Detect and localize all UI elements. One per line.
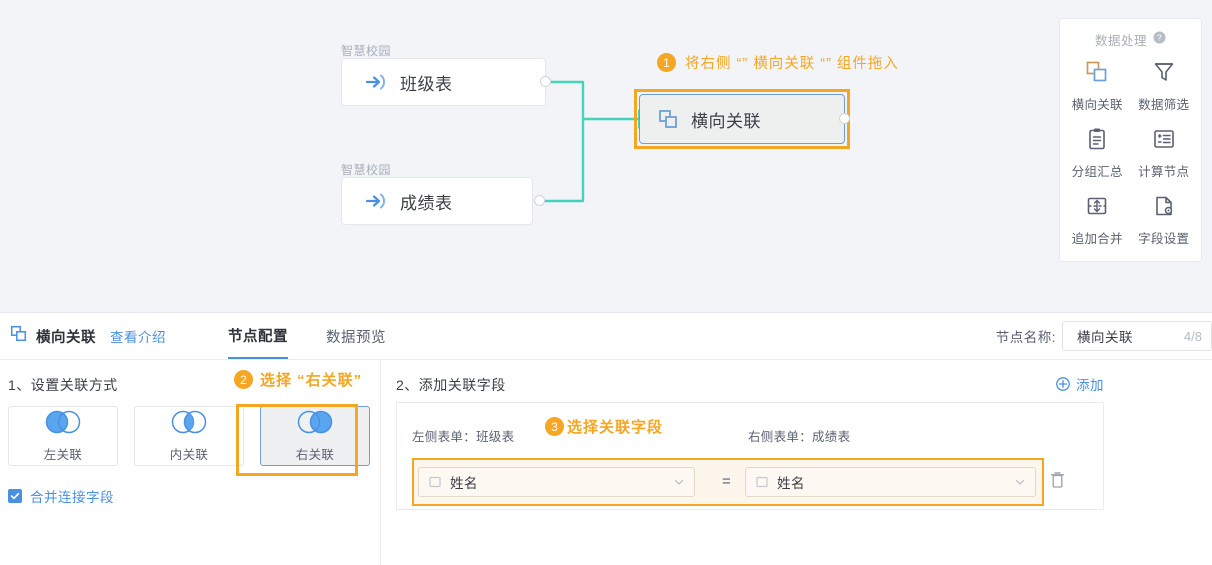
tool-data-filter[interactable]: 数据筛选 [1131,59,1198,126]
node-name-value: 横向关联 [1077,330,1133,345]
chevron-down-icon [1014,476,1026,488]
append-merge-icon [1085,193,1109,219]
left-field-value: 姓名 [450,476,478,491]
join-option-label: 内关联 [169,447,209,462]
checkbox-checked-icon [8,489,22,503]
table-node-score[interactable]: 成绩表 [341,177,533,225]
annotation-text: 选择 “右关联” [260,372,363,389]
add-field-button[interactable]: 添加 [1056,374,1104,394]
annotation-badge: 3 [545,417,564,436]
tab-data-preview[interactable]: 数据预览 [326,329,386,346]
horizontal-join-icon [658,109,678,129]
venn-right-icon [293,410,337,439]
node-output-port-2[interactable] [534,195,545,206]
annotation-badge: 2 [234,370,253,389]
section-2-title: 2、添加关联字段 [396,377,506,393]
annotation-step-1: 1 将右侧 “” 横向关联 “” 组件拖入 [657,52,899,73]
process-node-output-port[interactable] [839,113,850,124]
tool-field-settings[interactable]: 字段设置 [1131,193,1198,260]
horizontal-join-icon [10,325,27,347]
tool-label: 追加合并 [1071,232,1123,246]
annotation-step-2: 2 选择 “右关联” [234,369,362,390]
node-name-label: 节点名称: [995,330,1056,345]
join-option-inner[interactable]: 内关联 [134,406,244,466]
tool-calculate-node[interactable]: 计算节点 [1131,126,1198,193]
field-box-icon [429,476,441,488]
help-icon[interactable]: ? [1153,31,1166,47]
annotation-text: 将右侧 “” 横向关联 “” 组件拖入 [685,56,899,72]
section-1-title: 1、设置关联方式 [8,377,118,393]
tool-label: 分组汇总 [1071,165,1123,179]
join-method-section [0,360,381,565]
process-node-label: 横向关联 [691,111,761,131]
config-panel-title-group: 横向关联 查看介绍 [10,313,166,359]
table-node-class[interactable]: 班级表 [341,58,546,106]
table-node-label: 班级表 [400,74,453,94]
config-panel-body [0,360,1212,565]
tool-append-merge[interactable]: 追加合并 [1064,193,1131,260]
node-output-port-1[interactable] [540,76,551,87]
process-node-horizontal-join[interactable]: 横向关联 [639,94,845,144]
tools-panel-title-text: 数据处理 [1094,33,1147,48]
field-box-icon [756,476,768,488]
import-arrow-icon [364,71,386,93]
tools-grid: 横向关联 数据筛选 [1060,59,1201,260]
tool-horizontal-join[interactable]: 横向关联 [1064,59,1131,126]
left-table-label: 左侧表单：班级表 [412,430,515,444]
join-option-right[interactable]: 右关联 [260,406,370,466]
filter-funnel-icon [1152,59,1176,85]
node-caption-1: 智慧校园 [341,44,392,58]
plus-circle-icon [1056,377,1070,391]
node-name-input[interactable]: 横向关联 4/8 [1062,321,1212,351]
page-title: 横向关联 [36,329,96,346]
join-option-label: 右关联 [295,447,335,462]
merge-join-fields-checkbox[interactable]: 合并连接字段 [8,486,114,506]
tool-label: 数据筛选 [1138,98,1190,112]
clipboard-icon [1085,126,1109,152]
config-tabs: 节点配置 数据预览 [228,313,424,359]
annotation-text: 选择关联字段 [567,419,664,436]
annotation-step-3: 3 选择关联字段 [545,416,663,437]
annotation-badge: 1 [657,53,676,72]
table-node-label: 成绩表 [400,193,453,213]
left-field-select[interactable]: 姓名 [418,467,695,497]
right-field-value: 姓名 [777,476,805,491]
join-type-options: 左关联 内关联 右关联 [8,406,386,466]
svg-text:?: ? [1157,33,1162,43]
node-name-counter: 4/8 [1183,328,1202,344]
horizontal-join-icon [1085,59,1109,85]
join-option-label: 左关联 [43,447,83,462]
chevron-down-icon [673,476,685,488]
tools-panel: 数据处理 ? 横向关联 [1059,18,1202,262]
merge-join-fields-label: 合并连接字段 [30,490,114,505]
import-arrow-icon [364,190,386,212]
join-option-left[interactable]: 左关联 [8,406,118,466]
venn-inner-icon [167,410,211,439]
node-caption-2: 智慧校园 [341,163,392,177]
venn-left-icon [41,410,85,439]
config-panel-header: 横向关联 查看介绍 节点配置 数据预览 节点名称: 横向关联 4/8 [0,313,1212,360]
tool-label: 字段设置 [1138,232,1190,246]
tab-node-config[interactable]: 节点配置 [228,313,288,359]
document-gear-icon [1152,193,1176,219]
tools-panel-title: 数据处理 ? [1060,19,1201,59]
calculate-list-icon [1152,126,1176,152]
equals-operator: = [722,473,731,490]
delete-field-pair-button[interactable] [1050,471,1065,493]
tool-label: 计算节点 [1138,165,1190,179]
right-field-select[interactable]: 姓名 [745,467,1036,497]
flow-canvas[interactable]: 智慧校园 班级表 智慧校园 成绩表 [0,0,1212,312]
tool-label: 横向关联 [1071,98,1123,112]
node-name-group: 节点名称: 横向关联 4/8 [996,313,1212,359]
add-field-label: 添加 [1076,378,1104,393]
tool-group-summary[interactable]: 分组汇总 [1064,126,1131,193]
view-intro-link[interactable]: 查看介绍 [110,330,166,345]
connector-lines [539,80,654,203]
right-table-label: 右侧表单：成绩表 [748,430,851,444]
